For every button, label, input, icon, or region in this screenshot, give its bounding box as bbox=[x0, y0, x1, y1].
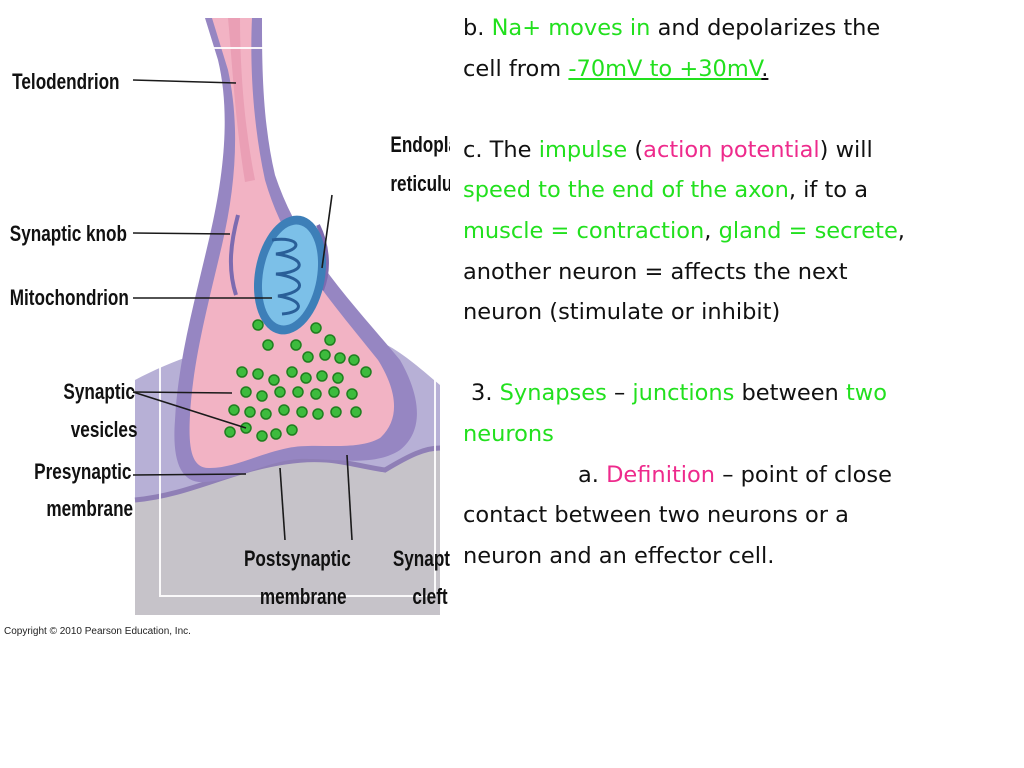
point-c-prefix: c. The bbox=[463, 136, 539, 163]
label-presynaptic-line2: membrane bbox=[46, 497, 133, 522]
point-b-prefix: b. bbox=[463, 15, 492, 41]
comma-2: , bbox=[897, 217, 905, 244]
point-b-mid: and depolarizes the bbox=[650, 15, 881, 41]
label-er-line1: Endoplasmic bbox=[390, 133, 450, 158]
er-strand-left bbox=[228, 214, 240, 296]
label-postsynaptic-line2: membrane bbox=[260, 585, 347, 610]
label-telodendrion: Telodendrion bbox=[12, 70, 119, 95]
muscle-contraction: muscle = contraction bbox=[463, 217, 705, 244]
spacer bbox=[463, 89, 1008, 130]
two-term: two bbox=[845, 380, 887, 407]
section-3-line1: 3. Synapses – junctions between two bbox=[463, 373, 1008, 414]
leader-lines bbox=[132, 79, 353, 541]
point-c-mid: , if to a bbox=[788, 177, 869, 204]
point-c-line2: speed to the end of the axon, if to a bbox=[463, 170, 1008, 211]
label-er-line2: reticulum bbox=[390, 172, 450, 197]
label-vesicles-line1: Synaptic bbox=[63, 380, 135, 405]
label-mitochondrion: Mitochondrion bbox=[10, 286, 129, 311]
neurons-term: neurons bbox=[463, 420, 554, 447]
point-c-open: ( bbox=[627, 136, 644, 163]
label-vesicles-line2: vesicles bbox=[71, 418, 138, 443]
comma-1: , bbox=[704, 217, 719, 244]
postsynaptic-membrane bbox=[134, 445, 441, 503]
figure-frame bbox=[159, 47, 436, 597]
point-b-line1: b. Na+ moves in and depolarizes the bbox=[463, 8, 1008, 49]
copyright-notice: Copyright © 2010 Pearson Education, Inc. bbox=[4, 626, 191, 637]
label-postsynaptic-line1: Postsynaptic bbox=[244, 547, 351, 572]
na-moves-in: Na+ moves in bbox=[491, 15, 651, 41]
voltage-range: -70mV to +30mV bbox=[568, 55, 762, 82]
point-b-line2-text: cell from bbox=[463, 55, 569, 82]
point-c-line3: muscle = contraction, gland = secrete, bbox=[463, 211, 1008, 252]
section-3-between: between bbox=[734, 380, 846, 407]
vesicle-cluster bbox=[224, 319, 372, 442]
impulse-term: impulse bbox=[538, 136, 628, 163]
point-b-line2: cell from -70mV to +30mV. bbox=[463, 49, 1008, 90]
synapse-diagram: Telodendrion Endoplasmic reticulum Synap… bbox=[4, 15, 450, 637]
mitochondrion-inner bbox=[261, 224, 319, 326]
axon-highlight bbox=[228, 18, 255, 182]
label-presynaptic-line1: Presynaptic bbox=[34, 460, 131, 485]
gland-secrete: gland = secrete bbox=[718, 217, 898, 244]
point-c-line4: another neuron = affects the next bbox=[463, 258, 848, 285]
speed-to-end-text: speed to the end of the axon bbox=[463, 177, 789, 204]
point-a-rest: – point of close bbox=[715, 461, 892, 488]
point-b-end: . bbox=[761, 55, 769, 82]
point-c-close: ) will bbox=[819, 136, 873, 163]
section-3-dash: – bbox=[606, 380, 633, 407]
action-potential-term: action potential bbox=[643, 136, 820, 163]
definition-term: Definition bbox=[606, 461, 716, 488]
label-cleft-line1: Synaptic bbox=[393, 547, 450, 572]
point-a-line2: contact between two neurons or a bbox=[463, 502, 849, 529]
synapses-term: Synapses bbox=[499, 380, 607, 407]
spacer bbox=[463, 333, 1008, 374]
point-a-prefix: a. bbox=[578, 461, 607, 488]
section-3-prefix: 3. bbox=[471, 380, 500, 407]
point-a-line1: a. Definition – point of close bbox=[463, 455, 1008, 496]
er-strand-right bbox=[316, 224, 329, 291]
label-cleft-line2: cleft bbox=[412, 585, 448, 610]
slide-text: b. Na+ moves in and depolarizes the cell… bbox=[463, 8, 1008, 576]
label-synaptic-knob: Synaptic knob bbox=[10, 222, 127, 247]
postsynaptic-cell bbox=[135, 448, 440, 615]
mitochondrion-cristae bbox=[271, 237, 301, 316]
point-a-line3: neuron and an effector cell. bbox=[463, 542, 775, 569]
point-c-line1: c. The impulse (action potential) will bbox=[463, 130, 1008, 171]
junctions-term: junctions bbox=[632, 380, 735, 407]
point-c-line5: neuron (stimulate or inhibit) bbox=[463, 299, 781, 326]
section-3-line2: neurons bbox=[463, 414, 1008, 455]
